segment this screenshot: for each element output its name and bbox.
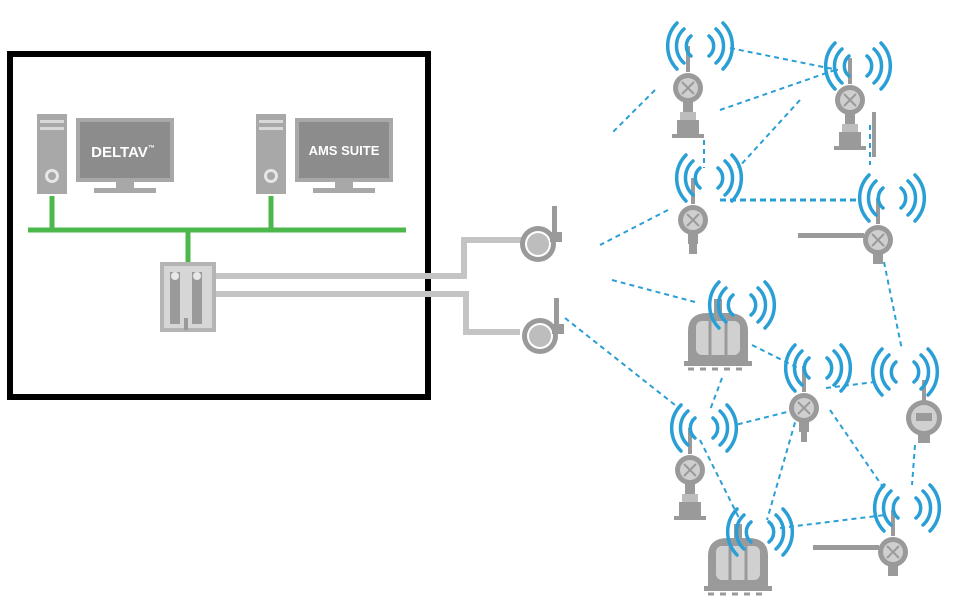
wireless-transmitter-icon (665, 21, 735, 138)
ams-workstation: AMS SUITE (256, 114, 393, 194)
wireless-gateway-icon (522, 298, 564, 354)
server-tower-icon (37, 114, 67, 194)
wireless-transmitter-icon (870, 347, 942, 443)
deltav-label: DELTAV™ (91, 144, 155, 161)
wireless-signal-icon (674, 153, 744, 203)
wireless-transmitter-icon (823, 41, 893, 157)
wireless-gateway-icon (520, 206, 562, 262)
deltav-workstation: DELTAV™ (37, 114, 174, 194)
wireless-signal-icon (872, 483, 942, 533)
wireless-transmitter-icon (669, 403, 739, 520)
wireless-mesh-links (564, 47, 916, 529)
wireless-signal-icon (665, 21, 735, 71)
wireless-signal-icon (669, 403, 739, 453)
ams-suite-label: AMS SUITE (309, 143, 380, 158)
wireless-transmitter-icon (702, 507, 795, 596)
wireless-signal-icon (823, 41, 893, 91)
wired-gateway-links (216, 237, 522, 335)
control-network-bus (28, 196, 406, 262)
monitor-icon: DELTAV™ (76, 118, 174, 193)
wireless-signal-icon (857, 173, 927, 223)
control-system-box (7, 51, 431, 400)
wireless-transmitter-icon (813, 483, 942, 576)
wireless-signal-icon (870, 347, 940, 397)
server-tower-icon (256, 114, 286, 194)
wireless-transmitter-icon (674, 153, 744, 254)
wireless-transmitter-icon (783, 343, 853, 442)
controller-io-cabinet-icon (160, 262, 216, 332)
wireless-transmitter-icon (798, 173, 927, 264)
wireless-signal-icon (783, 343, 853, 393)
monitor-icon: AMS SUITE (295, 118, 393, 193)
wireless-transmitter-icon (682, 280, 777, 371)
